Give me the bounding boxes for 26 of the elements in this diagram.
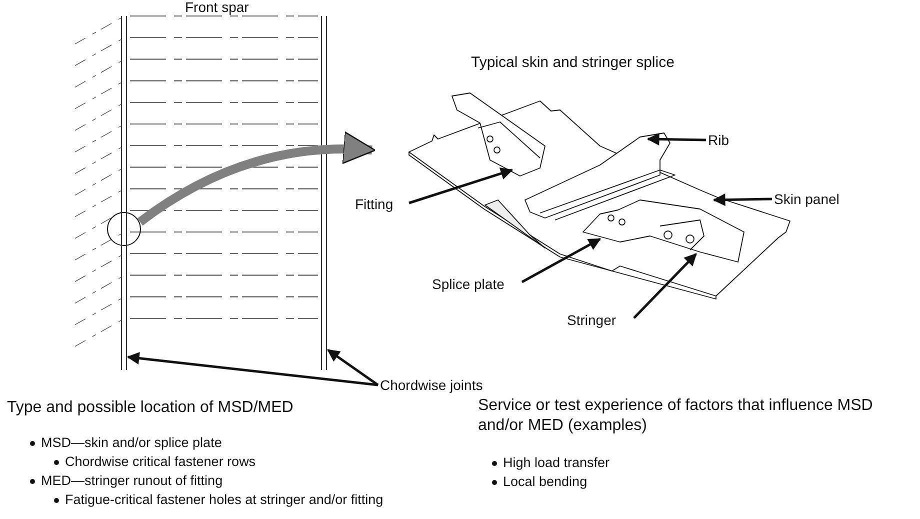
leader-arrow <box>646 132 706 146</box>
part-label: Rib <box>708 130 730 150</box>
list-item: Chordwise critical fastener rows <box>65 453 256 471</box>
part-label: Splice plate <box>432 274 504 294</box>
spar-line <box>321 16 327 370</box>
leader-arrow <box>408 167 514 204</box>
leader-arrow <box>712 194 772 206</box>
part-label: Stringer <box>567 310 616 330</box>
caption-text: Front spar <box>185 0 249 17</box>
section-heading: Type and possible location of MSD/MED <box>7 398 294 418</box>
part-label: Fitting <box>355 194 394 214</box>
leader-arrow <box>521 238 602 284</box>
list-item: Fatigue-critical fastener holes at stringer and/or fitting <box>65 491 384 509</box>
part-label: Chordwise joints <box>380 375 483 395</box>
part-label: Skin panel <box>774 189 840 209</box>
leader-arrow <box>326 348 379 386</box>
list-item: Local bending <box>503 473 588 491</box>
list-item: MSD—skin and/or splice plate <box>41 434 222 452</box>
leader-arrow <box>126 352 378 386</box>
list-item: MED—stringer runout of fitting <box>41 472 223 490</box>
list-item: High load transfer <box>503 454 610 472</box>
spar-line <box>121 16 127 370</box>
leader-arrow <box>633 253 697 319</box>
caption-text: Typical skin and stringer splice <box>471 53 674 73</box>
section-heading: Service or test experience of factors that influence MSD and/or MED (examples) <box>478 396 874 436</box>
curved-arrow <box>137 132 376 226</box>
